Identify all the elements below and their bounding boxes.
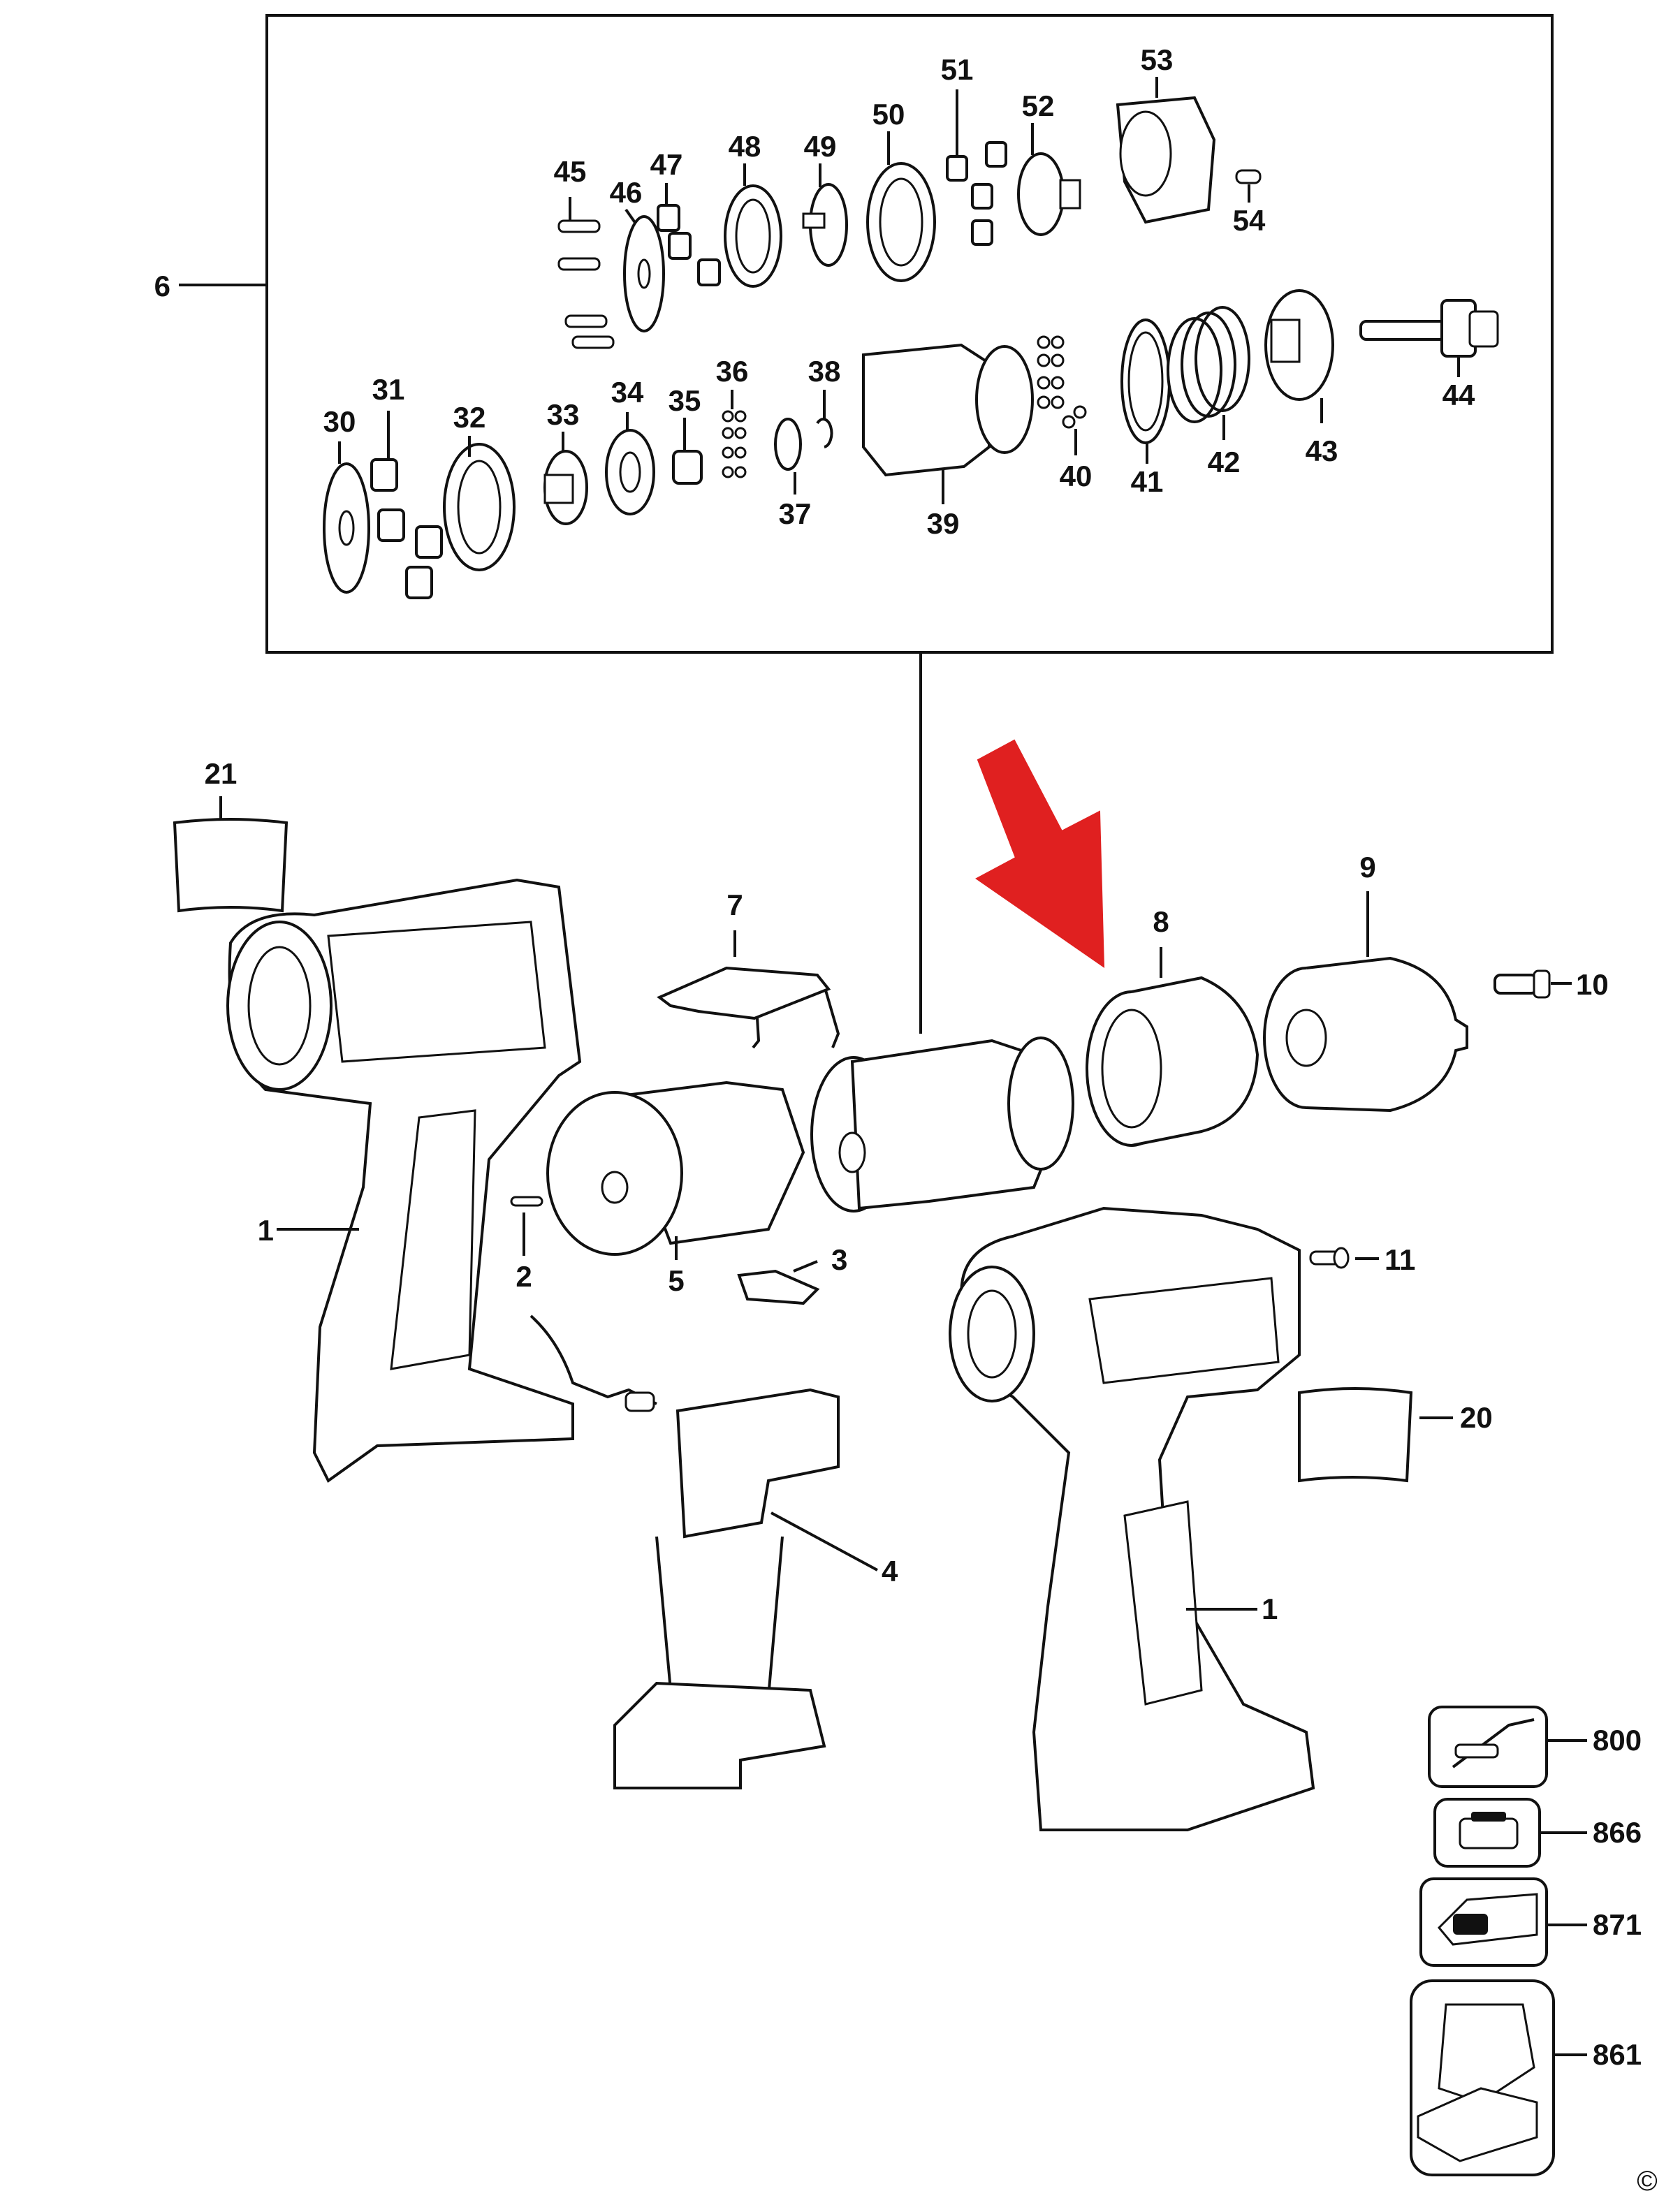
part-35-bearing xyxy=(672,418,703,485)
label-7: 7 xyxy=(726,888,743,921)
part-38-clip xyxy=(816,390,833,448)
part-34-gear-ring xyxy=(605,412,655,515)
label-2: 2 xyxy=(516,1260,532,1293)
label-6: 6 xyxy=(154,270,170,302)
part-39-gear-housing xyxy=(862,343,1034,504)
label-45: 45 xyxy=(554,155,587,188)
label-38: 38 xyxy=(808,355,841,388)
part-32-ring-gear xyxy=(443,436,516,571)
label-41: 41 xyxy=(1131,465,1164,498)
part-1-housing-left xyxy=(226,878,582,1483)
part-1-housing-right xyxy=(949,1206,1315,1831)
part-7-bracket xyxy=(657,930,840,1049)
part-8-collar xyxy=(1086,947,1259,1147)
part-53-housing xyxy=(1116,77,1216,224)
label-21: 21 xyxy=(205,757,238,790)
accessory-866-box[interactable] xyxy=(1433,1798,1587,1868)
part-33-carrier xyxy=(543,432,588,525)
label-11: 11 xyxy=(1385,1243,1415,1276)
part-43-clutch-ring xyxy=(1264,289,1334,423)
label-8: 8 xyxy=(1153,905,1169,938)
label-53: 53 xyxy=(1141,43,1174,76)
part-48-ring-gear xyxy=(724,163,782,288)
label-3: 3 xyxy=(831,1243,847,1276)
label-1-right: 1 xyxy=(1262,1592,1278,1625)
label-33: 33 xyxy=(547,398,580,431)
part-5-motor xyxy=(546,1080,805,1260)
part-51-gears xyxy=(946,89,1007,246)
label-44: 44 xyxy=(1442,379,1475,411)
part-20-label xyxy=(1298,1387,1453,1483)
label-52: 52 xyxy=(1022,89,1055,122)
part-45-screws xyxy=(557,197,615,349)
label-31: 31 xyxy=(372,373,405,406)
label-40: 40 xyxy=(1060,460,1093,492)
label-20: 20 xyxy=(1460,1401,1493,1434)
label-5: 5 xyxy=(668,1264,684,1297)
label-48: 48 xyxy=(729,130,761,163)
part-54-screw xyxy=(1235,169,1262,203)
part-47-gears xyxy=(657,183,721,286)
part-50-ring-gear xyxy=(866,131,936,282)
part-4-switch xyxy=(529,1314,878,1789)
label-54: 54 xyxy=(1233,204,1266,237)
label-1-left: 1 xyxy=(258,1214,274,1247)
part-46-plate xyxy=(623,208,665,332)
part-37-washer xyxy=(774,418,802,494)
label-866: 866 xyxy=(1593,1816,1642,1849)
label-871: 871 xyxy=(1593,1908,1642,1941)
part-36-balls xyxy=(722,390,747,478)
accessory-871-box[interactable] xyxy=(1419,1877,1587,1967)
label-800: 800 xyxy=(1593,1724,1642,1757)
label-46: 46 xyxy=(610,176,643,209)
highlight-arrow xyxy=(975,739,1105,968)
part-52-carrier xyxy=(1017,123,1081,236)
label-4: 4 xyxy=(882,1555,898,1588)
part-9-chuck xyxy=(1263,891,1468,1113)
label-50: 50 xyxy=(872,98,905,131)
part-41-washer xyxy=(1120,318,1171,464)
label-35: 35 xyxy=(669,384,701,417)
label-47: 47 xyxy=(650,148,683,181)
copyright-mark: © xyxy=(1637,2166,1657,2197)
label-42: 42 xyxy=(1208,446,1241,478)
label-37: 37 xyxy=(779,497,812,530)
gearbox-subassembly-frame xyxy=(179,14,1554,1034)
accessory-800-box[interactable] xyxy=(1428,1706,1587,1788)
label-10: 10 xyxy=(1576,968,1609,1001)
part-21-label xyxy=(173,796,288,913)
label-39: 39 xyxy=(927,507,960,540)
accessory-861-box[interactable] xyxy=(1410,1979,1587,2176)
label-32: 32 xyxy=(453,401,486,434)
label-861: 861 xyxy=(1593,2038,1642,2071)
label-34: 34 xyxy=(611,376,644,409)
part-31-gears xyxy=(370,411,443,599)
part-40-balls xyxy=(1037,335,1087,455)
label-30: 30 xyxy=(323,405,356,438)
label-43: 43 xyxy=(1306,434,1338,467)
part-44-spindle xyxy=(1359,299,1499,377)
label-36: 36 xyxy=(716,355,749,388)
part-2-pin xyxy=(510,1196,543,1256)
label-51: 51 xyxy=(941,53,974,86)
part-3-brush xyxy=(737,1260,820,1305)
part-30-washer xyxy=(323,441,370,594)
part-6-gearbox-assembly xyxy=(810,1036,1074,1212)
part-49-carrier xyxy=(802,163,848,267)
part-42-springs xyxy=(1167,306,1250,440)
part-11-screw xyxy=(1309,1247,1379,1269)
part-10-screw xyxy=(1493,969,1572,999)
label-9: 9 xyxy=(1359,851,1375,884)
label-49: 49 xyxy=(804,130,837,163)
